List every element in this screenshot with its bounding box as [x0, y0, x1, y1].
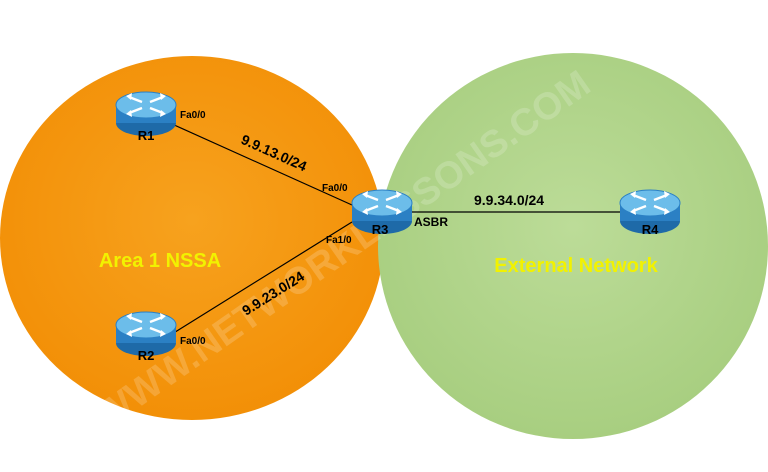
subnet-r3-r4-label: 9.9.34.0/24 — [474, 192, 544, 208]
r3-fa00-label: Fa0/0 — [322, 183, 348, 194]
asbr-label: ASBR — [414, 215, 448, 229]
router-r4-label: R4 — [642, 222, 659, 237]
external-area-label: External Network — [494, 255, 658, 277]
r1-interface-label: Fa0/0 — [180, 110, 206, 121]
router-r2-label: R2 — [138, 348, 155, 363]
router-r3-label: R3 — [372, 222, 389, 237]
r2-interface-label: Fa0/0 — [180, 336, 206, 347]
nssa-area — [0, 56, 384, 420]
nssa-area-label: Area 1 NSSA — [99, 250, 221, 272]
link-r1-r3 — [171, 123, 353, 206]
r3-fa10-label: Fa1/0 — [326, 235, 352, 246]
external-area — [378, 53, 768, 439]
link-r2-r3 — [171, 221, 353, 335]
router-r1-label: R1 — [138, 128, 155, 143]
